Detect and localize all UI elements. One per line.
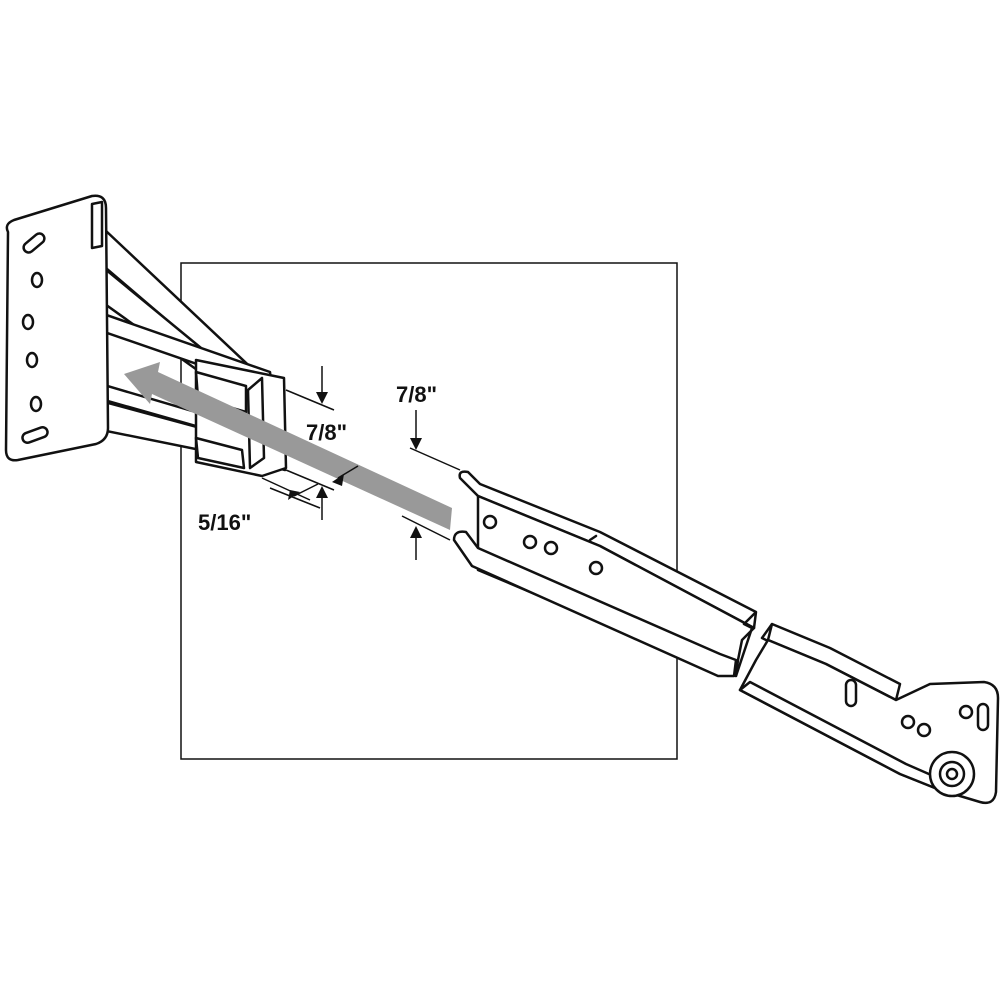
plate-hole-2 [21,313,35,331]
plate-hole-1 [30,271,44,289]
dimension-arrowheads [288,392,422,538]
rail-thickness-label: 5/16" [198,510,251,535]
reference-frame [180,262,678,760]
socket-bottom-lip [194,436,246,470]
rail-hole-2 [522,534,538,550]
plate-hole-4 [29,395,43,413]
rail-hole-3 [543,540,559,556]
rail-detail-line [588,534,598,542]
slide-rail-rear [738,622,1000,805]
rail-rear-end-slot [976,702,990,732]
rail-rear-hole-3 [958,704,974,720]
socket-top-lip [194,370,248,414]
rail-hole-4 [588,560,604,576]
plate-hole-3 [25,351,39,369]
rear-bracket [4,194,288,478]
roller-axle [945,767,959,781]
rail-bottom-flange [452,530,738,678]
left-arrow-icon [124,362,452,530]
slide-rail-front [452,470,758,678]
bracket-height-label: 7/8" [306,420,347,445]
rail-rear-hole-2 [916,722,932,738]
plate-slot-bottom [21,426,49,444]
rail-rear-hole-1 [900,714,916,730]
mounting-plate-side [90,200,104,250]
rail-height-label: 7/8" [396,382,437,407]
rail-hole-1 [482,514,498,530]
rail-rear-slot [844,678,858,708]
plate-slot-top [22,232,46,254]
mounting-plate [4,194,110,462]
